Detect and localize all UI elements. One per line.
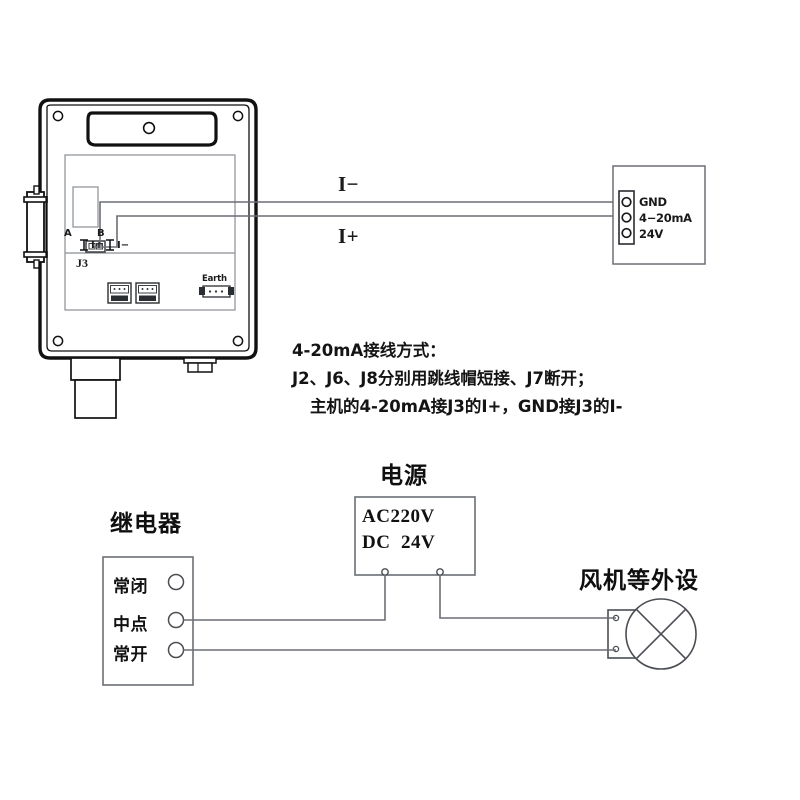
power-supply-line-1: AC220V [362, 506, 435, 527]
relay-terminal-nc [167, 573, 185, 591]
relay-heading: 继电器 [110, 511, 182, 537]
power-supply-heading: 电源 [380, 463, 428, 489]
power-supply-line-2: DC 24V [362, 532, 436, 553]
j3-pin-b-label: B [97, 228, 105, 239]
enclosure-screw-top-left [52, 110, 64, 122]
enclosure-screw-top-right [232, 110, 244, 122]
enclosure-screw-bottom-right [232, 335, 244, 347]
board-component-block [72, 186, 99, 228]
wire-label-i-minus: I− [338, 172, 360, 196]
earth-connector [199, 285, 234, 298]
sensor-probe [70, 357, 121, 419]
j3-silk-marks [80, 239, 114, 251]
terminal-pin-24v [621, 227, 632, 239]
relay-label-nc: 常闭 [113, 577, 148, 597]
wire-i-plus [93, 215, 618, 248]
wire-i-minus [99, 201, 618, 243]
power-wiring-group [183, 575, 616, 651]
psu-terminal-right [436, 568, 444, 576]
enclosure-hinge-bracket [23, 185, 48, 269]
wire-psu-to-fan-top [439, 575, 616, 619]
j3-pin-a-signal-label: I+ [91, 240, 104, 251]
circuit-board-area [64, 154, 236, 311]
j3-connector-label: J3 [76, 256, 88, 270]
fan-terminal-bottom [612, 645, 620, 653]
relay-label-no: 常开 [113, 645, 148, 665]
j3-pin-a-label: A [64, 228, 72, 239]
j3-pin-b-signal-label: I− [117, 240, 130, 251]
earth-label: Earth [202, 274, 227, 284]
peripheral-fan [607, 598, 697, 670]
fan-cross-line-2 [635, 608, 687, 660]
device-enclosure [23, 98, 258, 419]
device-indicator-hole [142, 121, 156, 135]
terminal-pin-4-20ma [621, 212, 632, 223]
enclosure-screw-bottom-left [52, 335, 64, 347]
enclosure-latch [183, 357, 217, 373]
terminal-label-gnd: GND [639, 195, 667, 209]
relay-terminal-no [167, 641, 185, 659]
note-line-2: J2、J6、J8分别用跳线帽短接、J7断开； [292, 369, 594, 388]
relay-box [102, 556, 194, 686]
jumper-connector-right [135, 282, 160, 304]
terminal-pin-gnd [621, 196, 632, 208]
host-terminal-block [612, 165, 706, 265]
psu-housing [354, 496, 476, 576]
peripheral-heading: 风机等外设 [579, 568, 699, 594]
wire-label-i-plus: I+ [338, 224, 360, 248]
wire-psu-to-relay-common [183, 575, 386, 621]
terminal-label-4-20ma: 4−20mA [639, 211, 692, 225]
relay-label-common: 中点 [113, 615, 148, 635]
terminal-label-24v: 24V [639, 227, 664, 241]
note-line-3: 主机的4-20mA接J3的I+，GND接J3的I- [310, 397, 623, 416]
psu-terminal-left [381, 568, 389, 576]
enclosure-inner-shell [46, 104, 250, 352]
jumper-connector-left [107, 282, 132, 304]
note-line-1: 4-20mA接线方式： [292, 341, 446, 360]
power-supply-box [354, 496, 476, 576]
signal-wire-group [93, 201, 618, 248]
relay-terminal-common [167, 611, 185, 629]
